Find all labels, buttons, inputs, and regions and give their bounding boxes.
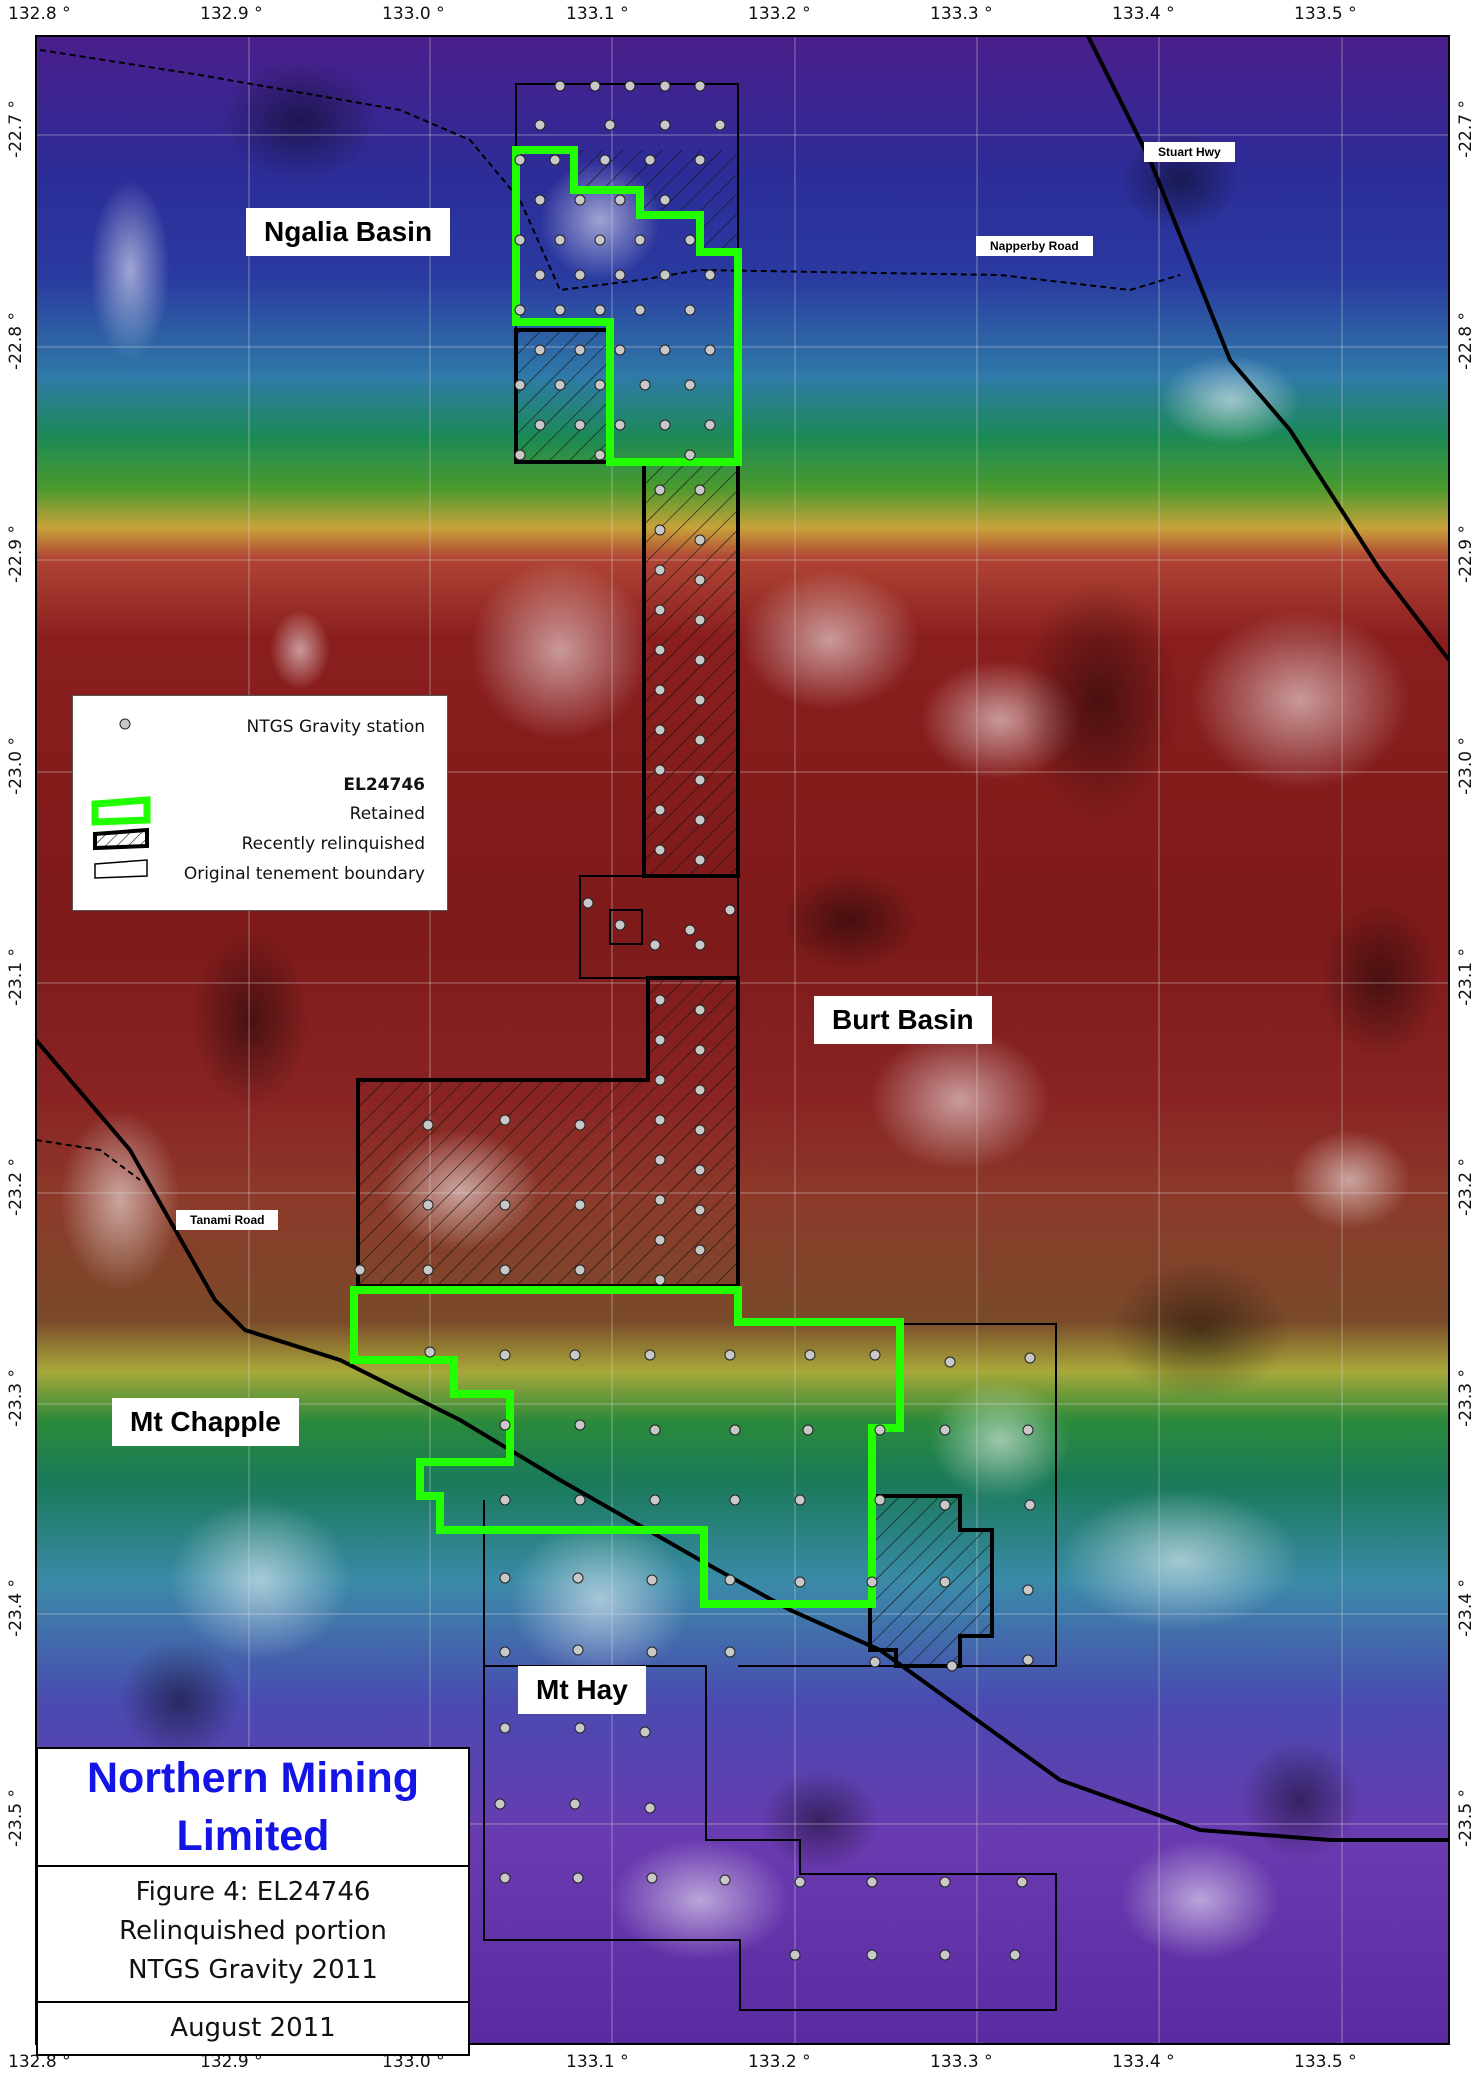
y-tick-right: -23.1 °	[1456, 948, 1476, 1006]
y-tick-left: -23.4 °	[6, 1579, 26, 1637]
gravity-stations	[354, 80, 1036, 1961]
y-tick-right: -23.2 °	[1456, 1158, 1476, 1216]
y-tick-right: -23.3 °	[1456, 1369, 1476, 1427]
stuart-hwy-line	[1086, 36, 1449, 662]
roads	[36, 36, 1449, 1842]
x-tick-top: 133.1 °	[566, 4, 629, 24]
x-tick-top: 133.0 °	[382, 4, 445, 24]
legend-station-symbol	[119, 718, 131, 730]
title-block: Northern Mining Limited Figure 4: EL2474…	[36, 1747, 470, 2056]
y-tick-right: -22.8 °	[1456, 312, 1476, 370]
texture-shadows	[120, 60, 1440, 1870]
legend-relinquished-label: Recently relinquished	[241, 834, 425, 854]
tanami-road-line	[36, 1038, 1449, 1842]
label-napperby-road: Napperby Road	[976, 236, 1093, 256]
y-tick-left: -22.7 °	[6, 100, 26, 158]
y-tick-left: -23.3 °	[6, 1369, 26, 1427]
x-tick-top: 133.2 °	[748, 4, 811, 24]
y-tick-right: -23.4 °	[1456, 1579, 1476, 1637]
figure-title-line3: NTGS Gravity 2011	[128, 1955, 378, 1985]
graticule	[36, 36, 1449, 2044]
legend-retained-symbol	[91, 796, 151, 826]
retained-area	[350, 146, 904, 1608]
label-mt-chapple: Mt Chapple	[112, 1398, 299, 1446]
x-tick-top: 133.5 °	[1294, 4, 1357, 24]
legend-station-label: NTGS Gravity station	[246, 717, 425, 737]
tanami-road-dashed	[36, 1139, 141, 1181]
x-tick-bottom: 133.1 °	[566, 2052, 629, 2072]
x-tick-bottom: 133.0 °	[382, 2052, 445, 2072]
y-tick-left: -23.2 °	[6, 1158, 26, 1216]
y-tick-right: -22.9 °	[1456, 525, 1476, 583]
legend: NTGS Gravity station EL24746 Retained Re…	[72, 695, 448, 911]
x-tick-bottom: 133.5 °	[1294, 2052, 1357, 2072]
map-frame	[35, 35, 1450, 2045]
figure-title-line1: Figure 4: EL24746	[135, 1877, 371, 1907]
x-tick-bottom: 132.8 °	[8, 2052, 71, 2072]
y-tick-left: -23.0 °	[6, 737, 26, 795]
title-divider	[38, 2001, 468, 2003]
y-tick-left: -23.1 °	[6, 948, 26, 1006]
x-tick-bottom: 133.3 °	[930, 2052, 993, 2072]
y-tick-left: -23.5 °	[6, 1789, 26, 1847]
x-tick-bottom: 132.9 °	[200, 2052, 263, 2072]
label-stuart-hwy: Stuart Hwy	[1144, 142, 1235, 162]
legend-boundary-symbol	[94, 859, 148, 879]
x-tick-top: 132.9 °	[200, 4, 263, 24]
y-tick-right: -23.5 °	[1456, 1789, 1476, 1847]
x-tick-top: 133.4 °	[1112, 4, 1175, 24]
figure-date: August 2011	[170, 2013, 336, 2043]
legend-retained-label: Retained	[349, 804, 425, 824]
x-tick-top: 133.3 °	[930, 4, 993, 24]
company-name: Northern Mining Limited	[38, 1749, 468, 1867]
x-tick-bottom: 133.2 °	[748, 2052, 811, 2072]
legend-group-title: EL24746	[343, 775, 425, 795]
x-tick-top: 132.8 °	[8, 4, 71, 24]
label-mt-hay: Mt Hay	[518, 1666, 646, 1714]
legend-boundary-label: Original tenement boundary	[183, 864, 425, 884]
x-tick-bottom: 133.4 °	[1112, 2052, 1175, 2072]
y-tick-right: -23.0 °	[1456, 737, 1476, 795]
y-tick-left: -22.9 °	[6, 525, 26, 583]
figure-title-line2: Relinquished portion	[119, 1916, 387, 1946]
label-burt-basin: Burt Basin	[814, 996, 992, 1044]
label-ngalia-basin: Ngalia Basin	[246, 208, 451, 256]
label-tanami-road: Tanami Road	[176, 1210, 279, 1230]
y-tick-right: -22.7 °	[1456, 100, 1476, 158]
legend-relinquished-symbol	[93, 827, 149, 851]
napperby-road-line	[39, 49, 1181, 292]
y-tick-left: -22.8 °	[6, 312, 26, 370]
